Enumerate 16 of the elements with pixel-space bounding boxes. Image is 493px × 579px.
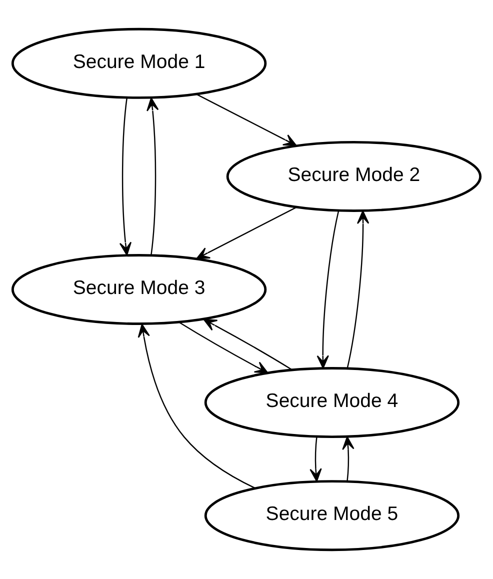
- arrow: [310, 436, 322, 482]
- node-ellipse: Secure Mode 2: [226, 140, 482, 212]
- arrow: [146, 98, 159, 255]
- arrow: [316, 211, 340, 369]
- arrow: [178, 322, 268, 374]
- arrow: [346, 210, 370, 368]
- node-ellipse: Secure Mode 1: [11, 28, 267, 99]
- node-ellipse: Secure Mode 5: [204, 480, 460, 552]
- arrow: [196, 206, 297, 260]
- node-ellipse: Secure Mode 4: [204, 367, 460, 438]
- arrow: [138, 324, 256, 489]
- node-ellipse: Secure Mode 3: [11, 254, 267, 325]
- arrow: [203, 318, 292, 370]
- arrow: [119, 98, 132, 256]
- arrow: [342, 436, 354, 482]
- arrow: [196, 94, 297, 146]
